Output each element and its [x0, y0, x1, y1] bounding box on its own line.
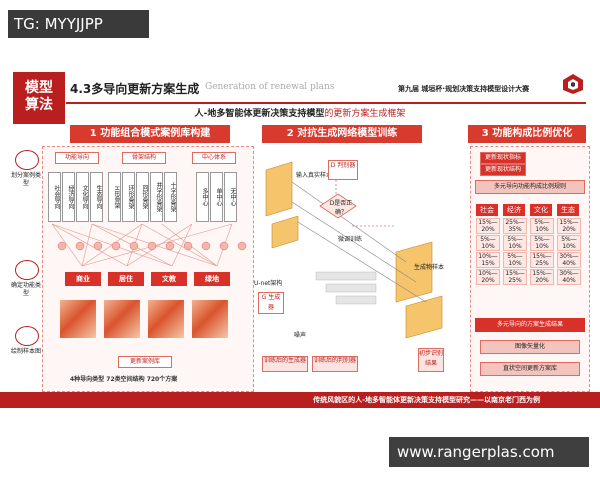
initial-result: 初步识别结果 [418, 348, 444, 372]
step-2-icon [15, 260, 39, 280]
cell-ecology-3: 30%—40% [557, 252, 581, 268]
cell-economy-3: 5%—10% [503, 252, 527, 268]
vbox-8: 井字形骨架 [150, 172, 163, 222]
vbox-2: 经济导向 [62, 172, 75, 222]
cell-social-1: 15%—20% [476, 218, 500, 234]
cell-social-4: 10%—20% [476, 269, 500, 285]
trained-discriminator: 训练后的判别器 [312, 356, 358, 372]
cell-social-2: 5%—10% [476, 235, 500, 251]
library-stats: 4种导向类型 72类空间结构 720个方案 [70, 376, 178, 383]
vbox-9: 十字形骨架 [164, 172, 177, 222]
sample-block-2 [104, 300, 140, 338]
step-1-label: 划分案例类型 [11, 172, 42, 187]
finetune-label: 微调训练 [338, 236, 363, 243]
update-indicators: 更新现状指标 [480, 152, 526, 164]
watermark-top-left: TG: MYYJJPP [8, 10, 149, 38]
badge-line-2: 算法 [25, 97, 53, 113]
section-1-header: 1 功能组合模式案例库构建 [70, 125, 230, 143]
discriminator-label: D 判别器 [328, 160, 358, 180]
slide-footer: 传统风貌区的人-地多智能体更新决策支持模型研究——以南京老门西为例 [0, 392, 600, 408]
ratio-rule: 多元导向功能构成比例规则 [475, 180, 585, 194]
vbox-6: 环形骨架 [122, 172, 135, 222]
step-1-icon [15, 150, 39, 170]
slide-title-english: Generation of renewal plans [205, 82, 335, 92]
trained-generator: 训练后的生成器 [262, 356, 308, 372]
step-3-label: 绘制样本图 [11, 348, 42, 355]
generator-label: G 生成器 [258, 292, 284, 314]
cell-culture-1: 5%—10% [530, 218, 554, 234]
vbox-12: 无中心 [224, 172, 237, 222]
col-culture: 文化 [530, 204, 552, 216]
generated-label: 生成物样本 [414, 264, 445, 271]
title-underline [66, 78, 586, 104]
vbox-7: 回形骨架 [136, 172, 149, 222]
cell-ecology-4: 30%—40% [557, 269, 581, 285]
function-education: 文教 [151, 272, 187, 286]
cell-ecology-2: 5%—10% [557, 235, 581, 251]
col-social: 社会 [476, 204, 498, 216]
gan-diagram [265, 161, 443, 339]
category-center: 中心体系 [192, 152, 236, 164]
framework-title-suffix: 的更新方案生成框架 [324, 109, 406, 119]
library-label: 更新案例库 [118, 356, 172, 368]
framework-title: 人-地多智能体更新决策支持模型的更新方案生成框架 [150, 106, 450, 119]
cell-culture-2: 5%—10% [530, 235, 554, 251]
noise-label: 噪声 [294, 332, 307, 339]
competition-logo [563, 74, 583, 94]
badge-line-1: 模型 [25, 80, 53, 96]
update-structure: 更新现状结构 [480, 164, 526, 176]
input-label: 输入真实样本 [296, 172, 333, 179]
competition-name: 第九届 城垣杯·规划决策支持模型设计大赛 [398, 85, 530, 93]
vbox-4: 生态导向 [90, 172, 103, 222]
watermark-bottom-right: www.rangerplas.com [389, 437, 589, 467]
sample-block-1 [60, 300, 96, 338]
framework-title-main: 人-地多智能体更新决策支持模型 [194, 109, 325, 119]
slide-title: 4.3多导向更新方案生成 [70, 82, 200, 96]
section-2-header: 2 对抗生成网络模型训练 [262, 125, 422, 143]
step-2-label: 确定功能类型 [11, 282, 42, 297]
result-vectorize: 图像矢量化 [480, 340, 580, 354]
decision-label: D是否正确？ [329, 200, 353, 216]
cell-social-3: 10%—15% [476, 252, 500, 268]
step-3-icon [15, 326, 39, 346]
cell-ecology-1: 15%—20% [557, 218, 581, 234]
cell-culture-3: 15%—25% [530, 252, 554, 268]
sample-block-3 [148, 300, 184, 338]
cell-economy-2: 5%—10% [503, 235, 527, 251]
connection-lines [51, 223, 247, 267]
result-library: 直状空间更新方案库 [480, 362, 580, 376]
vbox-11: 单中心 [210, 172, 223, 222]
function-commerce: 商业 [65, 272, 101, 286]
category-skeleton: 骨架结构 [122, 152, 166, 164]
col-ecology: 生态 [557, 204, 579, 216]
vbox-3: 文化导向 [76, 172, 89, 222]
unet-label: U-net架构 [254, 280, 283, 287]
vbox-1: 社会导向 [48, 172, 61, 222]
cell-culture-4: 15%—20% [530, 269, 554, 285]
section-badge: 模型 算法 [13, 72, 65, 124]
category-function: 功能导向 [55, 152, 99, 164]
cell-economy-4: 15%—25% [503, 269, 527, 285]
result-generation: 多元导向的方案生成结果 [475, 318, 585, 332]
vbox-5: H形骨架 [108, 172, 121, 222]
function-residence: 居住 [108, 272, 144, 286]
sample-block-4 [192, 300, 228, 338]
cell-economy-1: 25%—35% [503, 218, 527, 234]
function-green: 绿地 [194, 272, 230, 286]
col-economy: 经济 [503, 204, 525, 216]
section-3-header: 3 功能构成比例优化 [468, 125, 586, 143]
vbox-10: 多中心 [196, 172, 209, 222]
